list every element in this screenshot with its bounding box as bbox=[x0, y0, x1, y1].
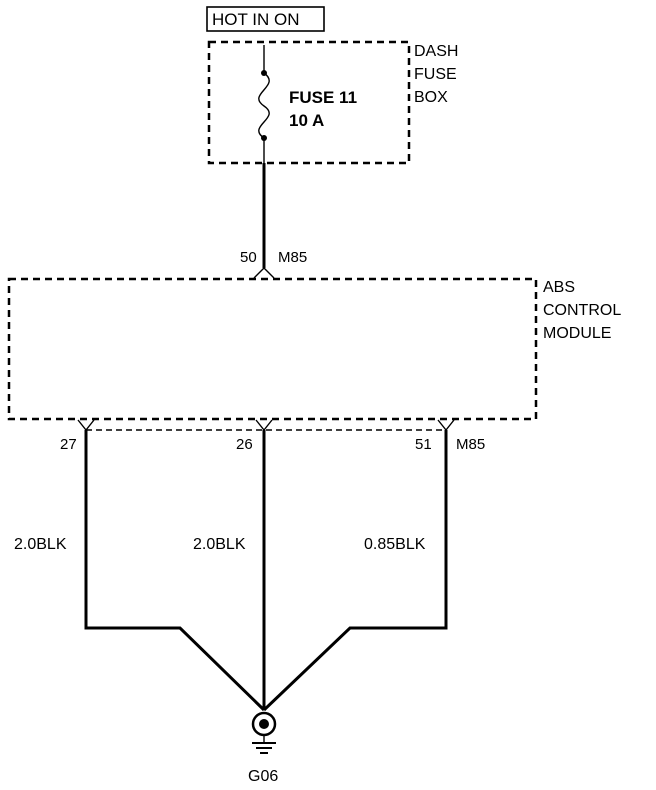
ground-wire-left bbox=[84, 430, 266, 712]
output-pin-26: 26 2.0BLK bbox=[193, 419, 273, 553]
output-pin-number: 26 bbox=[236, 436, 253, 453]
fuse-box-title-line-1: DASH bbox=[414, 43, 458, 60]
input-connector-label: M85 bbox=[278, 249, 307, 266]
fuse-icon bbox=[258, 45, 270, 163]
output-pin-27: 27 2.0BLK bbox=[14, 419, 95, 553]
abs-control-module: ABS CONTROL MODULE bbox=[7, 277, 621, 421]
abs-title-line-1: ABS bbox=[543, 279, 575, 296]
ground-icon bbox=[251, 711, 277, 754]
abs-input-pin: 50 M85 bbox=[240, 249, 307, 279]
input-pin-number: 50 bbox=[240, 249, 257, 266]
ground-label: G06 bbox=[248, 768, 278, 785]
output-wire-label: 0.85BLK bbox=[364, 536, 426, 553]
fuse-rating: 10 A bbox=[289, 111, 324, 130]
output-pin-51: 51 M85 0.85BLK bbox=[364, 419, 485, 553]
output-wire-label: 2.0BLK bbox=[14, 536, 67, 553]
output-pin-number: 51 bbox=[415, 436, 432, 453]
output-pin-number: 27 bbox=[60, 436, 77, 453]
ground-wire-right bbox=[262, 430, 448, 712]
abs-title-line-3: MODULE bbox=[543, 325, 611, 342]
power-source-label: HOT IN ON bbox=[212, 10, 300, 29]
power-source-frame bbox=[206, 6, 325, 32]
fuse-name: FUSE 11 bbox=[289, 88, 357, 107]
dash-fuse-box: DASH FUSE BOX FUSE 11 10 A bbox=[207, 40, 458, 165]
fuse-box-title-line-2: FUSE bbox=[414, 66, 457, 83]
output-wire-label: 2.0BLK bbox=[193, 536, 246, 553]
abs-module-outline bbox=[7, 277, 538, 421]
abs-title-line-2: CONTROL bbox=[543, 302, 621, 319]
output-connector-label: M85 bbox=[456, 436, 485, 453]
fuse-box-outline bbox=[207, 40, 411, 165]
fuse-box-title-line-3: BOX bbox=[414, 89, 448, 106]
power-source: HOT IN ON bbox=[206, 6, 325, 32]
